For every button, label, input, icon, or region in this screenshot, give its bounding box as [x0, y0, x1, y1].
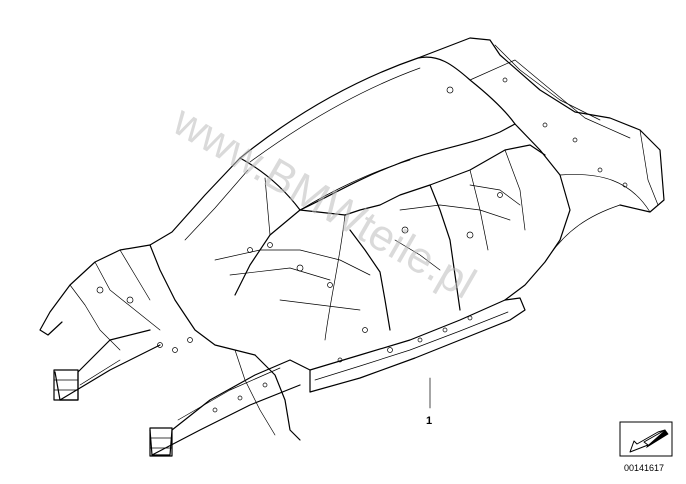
side-sill [309, 297, 526, 393]
door-frame [299, 144, 546, 216]
floor-structure [214, 249, 371, 276]
watermark-text: www.BMWteile.pl [164, 96, 484, 309]
roof-panel [239, 56, 516, 211]
car-body-shell-illustration [39, 37, 665, 457]
crash-box-left [53, 369, 79, 401]
arrow-down-left-icon[interactable] [619, 421, 673, 457]
reference-number: 00141617 [624, 463, 664, 473]
front-apron [39, 244, 151, 336]
part-label-1: 1 [426, 415, 432, 427]
rear-upper-structure [417, 37, 665, 213]
mounting-holes [96, 77, 628, 413]
windshield-frame [149, 157, 241, 246]
front-longitudinal-left [54, 329, 151, 401]
crash-box-right [149, 427, 173, 457]
front-longitudinal-right [149, 359, 311, 456]
